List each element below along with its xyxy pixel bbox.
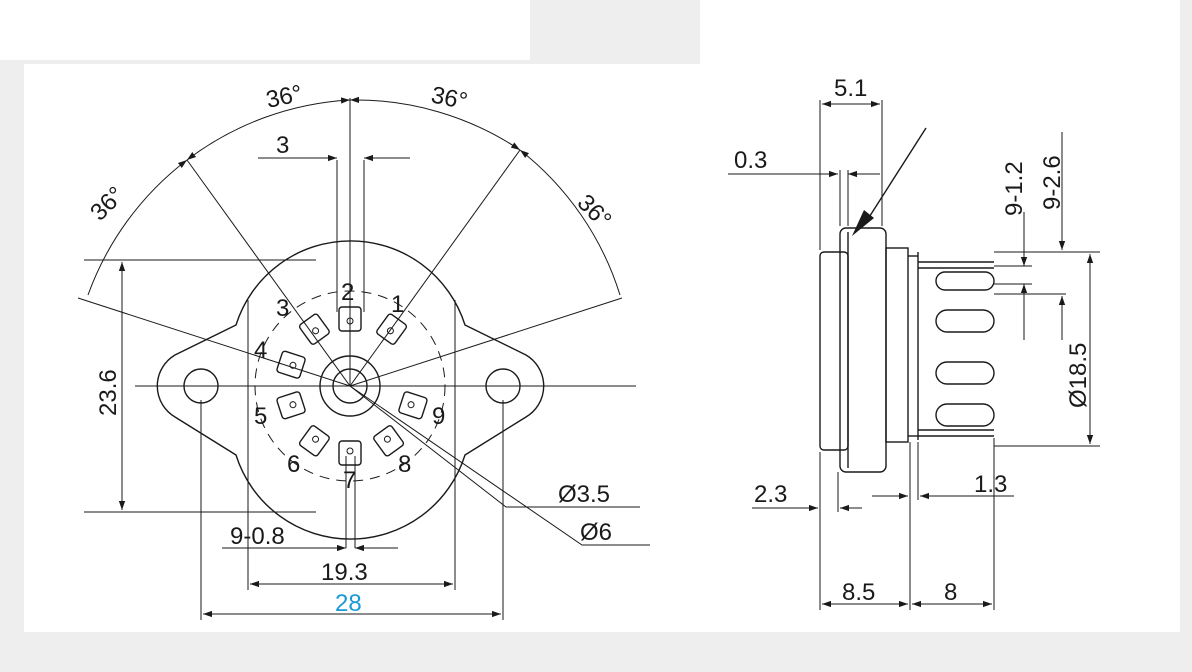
radial-line-b — [349, 149, 521, 387]
pin-8-contact — [373, 425, 405, 457]
pin-label-1: 1 — [391, 291, 404, 318]
pin-3-contact — [298, 313, 330, 345]
pin-1-contact — [376, 313, 408, 345]
pin-2-contact — [338, 306, 362, 332]
pin-label-3: 3 — [276, 295, 289, 322]
front-view-panel — [24, 64, 700, 632]
pin-width-label: 3 — [276, 132, 289, 159]
leader-large-hole — [349, 385, 650, 546]
pin-label-5: 5 — [254, 403, 267, 430]
pin-4-contact — [276, 350, 306, 379]
pointer-line — [865, 127, 927, 223]
pin-label-4: 4 — [254, 337, 267, 364]
small-hole-label: Ø3.5 — [558, 481, 610, 508]
side-view: 5.1 0.3 9-1.2 9-2.6 Ø18.5 2.3 1.3 8.5 8 — [728, 75, 1100, 610]
side-view-panel — [700, 0, 1180, 632]
pin-label-6: 6 — [287, 451, 300, 478]
side-terminals — [908, 252, 995, 440]
pin-thickness-label: 9-0.8 — [230, 523, 285, 550]
body-thickness-label: 5.1 — [834, 75, 867, 102]
pin-label-2: 2 — [341, 279, 354, 306]
pin-label-7: 7 — [343, 467, 356, 494]
angle-arc-4 — [519, 149, 621, 296]
socket-outline — [156, 240, 545, 540]
large-hole-label: Ø6 — [580, 519, 612, 546]
pin-label-9: 9 — [432, 403, 445, 430]
overall-width-label: 28 — [335, 590, 362, 617]
pin-9-contact — [398, 391, 428, 420]
slot-2-label: 9-2.6 — [1039, 155, 1066, 210]
pins — [276, 306, 428, 466]
radial-line-a — [186, 159, 351, 387]
diameter-label: Ø18.5 — [1065, 343, 1092, 408]
top-strip — [0, 0, 530, 60]
slot-1-label: 9-1.2 — [1001, 161, 1028, 216]
pin-label-8: 8 — [398, 451, 411, 478]
offset-label: 2.3 — [754, 481, 787, 508]
pointer-head — [852, 210, 874, 236]
pin-5-contact — [276, 391, 306, 420]
span-label: 19.3 — [321, 559, 368, 586]
flange-label: 0.3 — [734, 147, 767, 174]
body-depth-label: 8.5 — [842, 579, 875, 606]
pin-6-contact — [298, 425, 330, 457]
angle-arc-1 — [186, 97, 351, 161]
angle-arc-3 — [87, 159, 188, 296]
leader-small-hole — [349, 385, 640, 508]
terminal-gap-label: 1.3 — [974, 471, 1007, 498]
pin-7-contact — [338, 440, 362, 466]
height-label: 23.6 — [95, 369, 122, 416]
angle-arc-2 — [349, 96, 521, 151]
radial-line-d — [349, 297, 623, 387]
side-body-right — [885, 247, 909, 443]
terminal-length-label: 8 — [944, 579, 957, 606]
